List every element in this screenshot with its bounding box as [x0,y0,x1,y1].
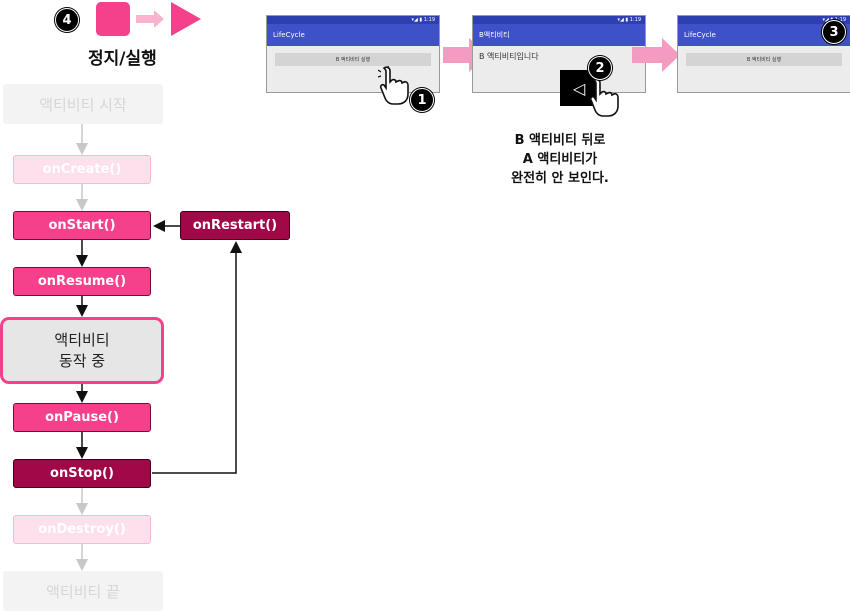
on-destroy-box: onDestroy() [13,515,151,544]
back-triangle-icon: ◁ [572,78,586,98]
status-bar: ▾◢ ▮ 1:19 [678,16,850,24]
b-activity-text: B 액티비티입니다 [479,52,539,61]
caption-line-2: A 액티비티가 [522,152,598,167]
appbar-title: LifeCycle [678,24,850,46]
appbar-title: LifeCycle [267,24,439,46]
status-icons: ▾◢ ▮ 1:19 [617,17,641,23]
activity-start-label: 액티비티 시작 [3,84,163,124]
screen-2-b-activity: ▾◢ ▮ 1:19 B액티비티 B 액티비티입니다 [472,15,646,93]
appbar-title: B액티비티 [473,24,645,46]
legend-label: 정지/실행 [88,49,157,69]
on-create-box: onCreate() [13,155,151,184]
step-caption: B 액티비티 뒤로 A 액티비티가 완전히 안 보인다. [470,131,650,188]
launch-b-button[interactable]: B 액티비티 실행 [686,53,842,66]
on-stop-box: onStop() [13,459,151,488]
caption-line-1: B 액티비티 뒤로 [514,133,606,148]
step-badge-4: 4 [55,8,79,32]
screen-3-lifecycle: ▾◢ ▮ 1:19 LifeCycle B 액티비티 실행 [677,15,850,93]
step-badge-3: 3 [822,20,846,44]
on-pause-box: onPause() [13,403,151,432]
running-line-1: 액티비티 [54,330,110,349]
stop-square-icon [96,2,130,36]
running-line-2: 동작 중 [58,351,106,370]
launch-b-button[interactable]: B 액티비티 실행 [275,53,431,66]
status-icons: ▾◢ ▮ 1:19 [411,17,435,23]
play-triangle-icon [171,2,201,36]
caption-line-3: 완전히 안 보인다. [511,171,609,186]
step-badge-1: 1 [410,88,434,112]
arrow-right-icon [136,10,164,28]
status-bar: ▾◢ ▮ 1:19 [473,16,645,24]
on-resume-box: onResume() [13,267,151,296]
hand-pointer-icon [378,66,409,105]
on-start-box: onStart() [13,211,151,240]
transition-arrow-2 [632,38,680,72]
screen-1-lifecycle: ▾◢ ▮ 1:19 LifeCycle B 액티비티 실행 [266,15,440,93]
on-restart-box: onRestart() [180,211,290,240]
activity-running-box: 액티비티 동작 중 [0,317,164,384]
status-bar: ▾◢ ▮ 1:19 [267,16,439,24]
activity-end-label: 액티비티 끝 [3,571,163,611]
step-badge-2: 2 [588,56,612,80]
hand-pointer-icon [589,78,619,117]
